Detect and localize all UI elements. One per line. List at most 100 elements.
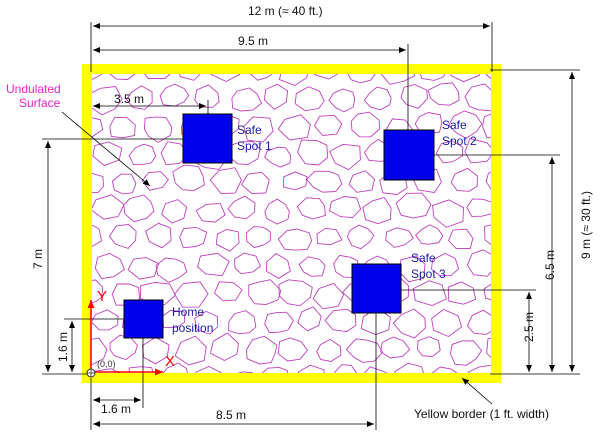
stone-outline [536,144,561,166]
stone-outline [312,282,345,310]
stone-outline [161,199,188,224]
stone-outline [87,279,104,305]
spot3-label-line2: Spot 3 [411,267,446,281]
stone-outline [416,336,441,357]
safe-spot-2 [383,129,435,181]
stone-outline [249,70,275,81]
stone-outline [123,194,155,223]
home-label-line1: Home [172,305,205,319]
stone-outline [484,222,496,249]
stone-outline [87,116,104,137]
spot2-label-line1: Safe [442,118,467,132]
safe-spot-3 [351,263,402,314]
stone-outline [215,229,240,252]
dim-label-spot3-y: 2.5 m [522,312,536,343]
stone-outline [450,70,481,83]
stone-outline [155,257,188,283]
stone-outline [245,226,271,249]
stone-outline [324,308,357,333]
border-note-leader-line [461,377,493,405]
stone-outline [308,393,339,418]
stone-outline [173,281,209,308]
stone-outline [294,86,325,112]
dim-label-home-x: 1.6 m [101,402,132,416]
stone-outline [283,395,307,415]
stone-outline [464,83,496,112]
stone-outline [328,88,356,113]
stone-outline [179,226,208,249]
stone-outline [145,222,172,249]
stone-outline [277,114,311,141]
stone-outline [538,365,562,387]
stone-outline [194,310,219,335]
stone-outline [485,169,496,192]
stone-outline [313,114,343,136]
stone-outline [348,170,376,193]
stone-outline [394,362,426,378]
spot1-label-line2: Spot 1 [237,139,272,153]
stone-outline [141,70,176,79]
spot2-label-line2: Spot 2 [442,134,477,148]
spot3-label-line1: Safe [411,251,436,265]
stone-outline [418,70,448,81]
stone-outline [400,84,428,109]
surface-leader-line [61,111,151,187]
stone-outline [196,252,230,277]
stone-outline [316,338,342,362]
stone-outline [240,171,270,194]
stone-outline [432,199,465,228]
stone-outline [483,280,496,302]
stone-outline [305,170,343,193]
stone-outline [242,394,274,417]
stone-outline [264,146,292,168]
stone-outline [448,110,483,139]
spot1-label-line1: Safe [237,123,262,137]
stone-outline [382,392,414,415]
stone-outline [264,198,290,225]
stone-outline [278,70,309,86]
stone-outline [264,311,295,334]
stone-outline [466,309,496,335]
stone-outline [127,257,160,280]
stone-outline [333,364,358,378]
origin-label: (0,0) [97,359,116,369]
stone-outline [266,252,291,279]
stone-outline [513,172,547,195]
stone-outline [450,340,483,366]
stone-outline [108,223,137,249]
stone-outline [92,141,123,167]
stone-outline [277,228,313,251]
stone-outline [345,338,384,363]
surface-label-line1: Undulated [6,82,61,96]
stone-outline [347,224,375,250]
stone-outline [350,111,380,138]
stone-outline [385,227,414,248]
stone-outline [329,143,361,171]
stone-outline [260,366,290,378]
stone-outline [380,336,411,359]
stone-outline [298,256,326,277]
dim-label-spot1-y: 7 m [31,249,45,270]
dimension-lines [42,22,580,430]
stone-outline [296,197,326,220]
stone-outline [395,192,432,219]
stone-outline [141,171,169,191]
origin-crosshair-icon [86,368,96,378]
stone-outline [427,82,460,106]
dim-label-height-total: 9 m (≈ 30 ft.) [579,191,593,259]
stone-outline [464,138,496,164]
axis-label-x: X [165,353,176,370]
stone-outline [448,228,474,249]
stone-outline [447,281,477,305]
stone-outline [328,196,362,219]
stone-outline [342,390,374,416]
stone-outline [213,281,243,302]
stone-outline [534,87,563,111]
stone-outline [313,70,341,80]
stone-outline [520,111,546,134]
stone-outline [160,141,190,166]
stone-outline [501,198,531,224]
stone-outline [277,337,309,362]
stone-outline [109,70,138,80]
